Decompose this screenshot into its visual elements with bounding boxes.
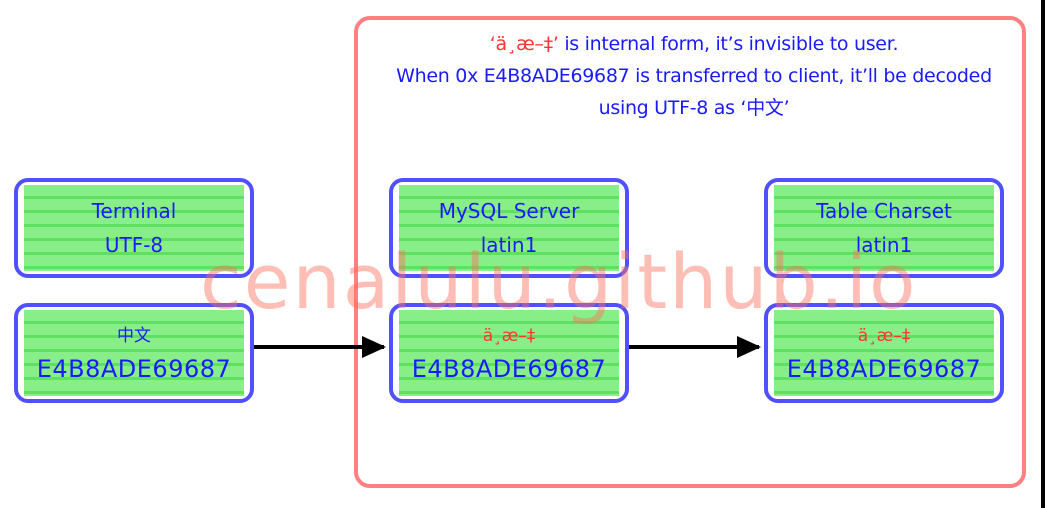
hex-value: E4B8ADE69687 (36, 355, 232, 383)
display-text: ä¸æ–‡ (857, 326, 911, 346)
hex-value: E4B8ADE69687 (786, 355, 982, 383)
note-line-3: using UTF-8 as ‘中文’ (598, 97, 790, 119)
terminal-data-box: 中文 E4B8ADE69687 (14, 303, 254, 403)
server-side-frame (354, 16, 1026, 488)
box-charset: latin1 (855, 233, 913, 257)
table-charset-data-box: ä¸æ–‡ E4B8ADE69687 (764, 303, 1004, 403)
mysql-server-data-box: ä¸æ–‡ E4B8ADE69687 (389, 303, 629, 403)
arrow-server-to-table (629, 336, 761, 358)
table-charset-header-box: Table Charset latin1 (764, 178, 1004, 278)
display-text: ä¸æ–‡ (482, 326, 536, 346)
box-charset: latin1 (480, 233, 538, 257)
note-line-2: When 0x E4B8ADE69687 is transferred to c… (396, 65, 992, 87)
hex-value: E4B8ADE69687 (411, 355, 607, 383)
box-fill (774, 310, 994, 396)
box-fill (24, 310, 244, 396)
mysql-server-header-box: MySQL Server latin1 (389, 178, 629, 278)
note-line-1: ‘ä¸æ–‡’ is internal form, it’s invisible… (360, 28, 1028, 60)
box-fill (399, 310, 619, 396)
note-line-1-rest: is internal form, it’s invisible to user… (558, 33, 899, 55)
box-fill (24, 185, 244, 271)
arrow-terminal-to-server (254, 336, 386, 358)
box-title: Terminal (91, 199, 177, 223)
garbled-text: ‘ä¸æ–‡’ (489, 33, 559, 55)
box-fill (399, 185, 619, 271)
display-text: 中文 (117, 326, 151, 346)
box-charset: UTF-8 (104, 233, 164, 257)
box-fill (774, 185, 994, 271)
terminal-header-box: Terminal UTF-8 (14, 178, 254, 278)
explanation-note: ‘ä¸æ–‡’ is internal form, it’s invisible… (360, 28, 1028, 124)
box-title: Table Charset (816, 199, 952, 223)
box-title: MySQL Server (438, 199, 580, 223)
right-edge-strip (1041, 0, 1045, 508)
